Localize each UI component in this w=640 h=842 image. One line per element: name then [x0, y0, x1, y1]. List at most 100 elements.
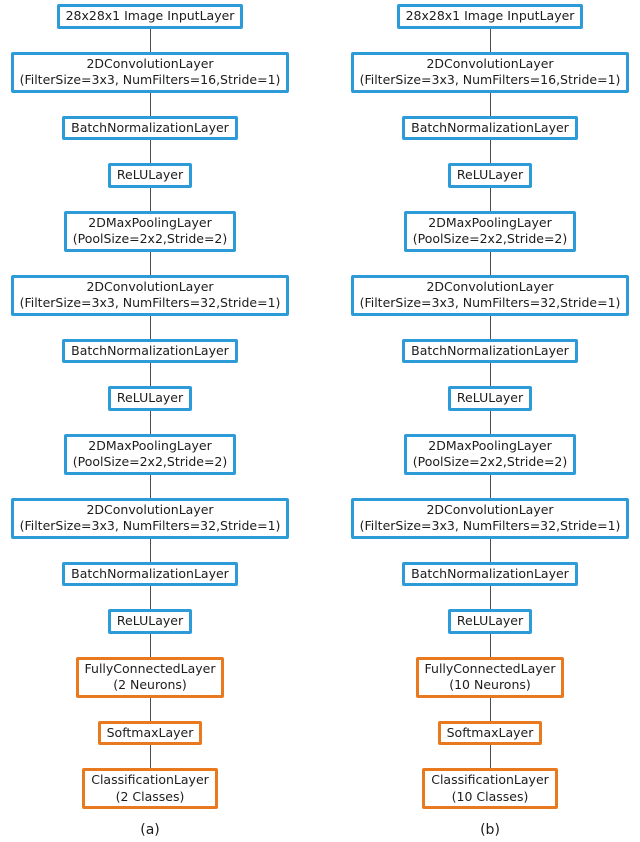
- connector-line: [149, 251, 151, 275]
- layer-box-batchnormalizationlayer: BatchNormalizationLayer: [62, 561, 238, 586]
- connector-line: [149, 633, 151, 657]
- layer-box-2dconvolutionlayer: 2DConvolutionLayer(FilterSize=3x3, NumFi…: [350, 51, 630, 93]
- layer-params: (10 Classes): [451, 788, 529, 804]
- connector-line: [489, 28, 491, 52]
- column-caption: (b): [480, 822, 500, 838]
- connector-line: [149, 586, 151, 609]
- layer-box-relulayer: ReLULayer: [447, 386, 533, 411]
- connector-line: [489, 697, 491, 721]
- connector-line: [149, 410, 151, 434]
- layer-box-batchnormalizationlayer: BatchNormalizationLayer: [62, 338, 238, 363]
- layer-name: 2DConvolutionLayer: [426, 278, 554, 294]
- connector-line: [149, 363, 151, 386]
- layer-box-fullyconnectedlayer: FullyConnectedLayer(2 Neurons): [75, 656, 225, 698]
- layer-box-batchnormalizationlayer: BatchNormalizationLayer: [402, 115, 578, 140]
- connector-line: [489, 745, 491, 768]
- layer-params: (PoolSize=2x2,Stride=2): [72, 231, 228, 246]
- connector-line: [489, 363, 491, 386]
- layer-box-relulayer: ReLULayer: [107, 163, 193, 188]
- layer-name: 2DConvolutionLayer: [426, 501, 554, 517]
- layer-name: BatchNormalizationLayer: [71, 342, 229, 358]
- layer-name: ReLULayer: [116, 613, 184, 628]
- connector-line: [489, 586, 491, 609]
- layer-name: FullyConnectedLayer: [424, 660, 556, 676]
- layer-params: (FilterSize=3x3, NumFilters=32,Stride=1): [19, 518, 281, 533]
- layer-name: SoftmaxLayer: [446, 724, 534, 740]
- layer-params: (FilterSize=3x3, NumFilters=32,Stride=1): [19, 295, 281, 310]
- layer-box-relulayer: ReLULayer: [447, 163, 533, 188]
- layer-params: (2 Classes): [115, 788, 185, 804]
- layer-name: ReLULayer: [456, 167, 524, 182]
- layer-name: 2DConvolutionLayer: [426, 55, 554, 71]
- layer-box-batchnormalizationlayer: BatchNormalizationLayer: [402, 338, 578, 363]
- layer-params: (2 Neurons): [113, 677, 187, 692]
- connector-line: [149, 92, 151, 116]
- connector-line: [149, 538, 151, 562]
- layer-name: 2DConvolutionLayer: [86, 278, 214, 294]
- layer-box-classificationlayer: ClassificationLayer(2 Classes): [82, 768, 218, 809]
- connector-line: [149, 745, 151, 768]
- layer-name: 2DMaxPoolingLayer: [88, 214, 212, 230]
- layer-box-softmaxlayer: SoftmaxLayer: [97, 720, 203, 745]
- connector-line: [489, 474, 491, 498]
- layer-box-2dconvolutionlayer: 2DConvolutionLayer(FilterSize=3x3, NumFi…: [10, 51, 290, 93]
- layer-name: 2DConvolutionLayer: [86, 55, 214, 71]
- layer-params: (FilterSize=3x3, NumFilters=32,Stride=1): [359, 295, 621, 310]
- connector-line: [149, 697, 151, 721]
- layer-name: 28x28x1 Image InputLayer: [405, 8, 575, 23]
- layer-box-2dconvolutionlayer: 2DConvolutionLayer(FilterSize=3x3, NumFi…: [10, 274, 290, 316]
- layer-box-2dmaxpoolinglayer: 2DMaxPoolingLayer(PoolSize=2x2,Stride=2): [403, 433, 577, 475]
- layer-name: ClassificationLayer: [91, 772, 209, 787]
- connector-line: [489, 410, 491, 434]
- layer-name: 28x28x1 Image InputLayer: [65, 8, 235, 23]
- layer-params: (FilterSize=3x3, NumFilters=16,Stride=1): [19, 72, 281, 87]
- connector-line: [149, 187, 151, 211]
- layer-box-fullyconnectedlayer: FullyConnectedLayer(10 Neurons): [415, 656, 565, 698]
- layer-params: (PoolSize=2x2,Stride=2): [72, 454, 228, 469]
- network-column: 28x28x1 Image InputLayer 2DConvolutionLay…: [0, 4, 300, 838]
- layer-name: SoftmaxLayer: [106, 724, 194, 740]
- connector-line: [489, 140, 491, 163]
- layer-name: FullyConnectedLayer: [84, 660, 216, 676]
- connector-line: [149, 474, 151, 498]
- layer-stack: 28x28x1 Image InputLayer 2DConvolutionLay…: [350, 4, 630, 809]
- layer-box-2dmaxpoolinglayer: 2DMaxPoolingLayer(PoolSize=2x2,Stride=2): [403, 210, 577, 252]
- layer-name: ReLULayer: [456, 390, 524, 405]
- connector-line: [489, 633, 491, 657]
- layer-name: BatchNormalizationLayer: [411, 342, 569, 358]
- layer-box-2dmaxpoolinglayer: 2DMaxPoolingLayer(PoolSize=2x2,Stride=2): [63, 210, 237, 252]
- layer-box-2dconvolutionlayer: 2DConvolutionLayer(FilterSize=3x3, NumFi…: [10, 497, 290, 539]
- layer-name: BatchNormalizationLayer: [411, 119, 569, 135]
- network-column: 28x28x1 Image InputLayer 2DConvolutionLay…: [340, 4, 640, 838]
- layer-params: (FilterSize=3x3, NumFilters=32,Stride=1): [359, 518, 621, 533]
- connector-line: [489, 538, 491, 562]
- layer-box-relulayer: ReLULayer: [447, 609, 533, 634]
- layer-name: BatchNormalizationLayer: [71, 119, 229, 135]
- layer-name: 2DMaxPoolingLayer: [428, 437, 552, 453]
- layer-box-batchnormalizationlayer: BatchNormalizationLayer: [62, 115, 238, 140]
- layer-box-relulayer: ReLULayer: [107, 609, 193, 634]
- layer-box-2dconvolutionlayer: 2DConvolutionLayer(FilterSize=3x3, NumFi…: [350, 497, 630, 539]
- layer-box-batchnormalizationlayer: BatchNormalizationLayer: [402, 561, 578, 586]
- layer-name: 2DMaxPoolingLayer: [88, 437, 212, 453]
- layer-stack: 28x28x1 Image InputLayer 2DConvolutionLay…: [10, 4, 290, 809]
- layer-box-softmaxlayer: SoftmaxLayer: [437, 720, 543, 745]
- connector-line: [149, 28, 151, 52]
- layer-name: ReLULayer: [456, 613, 524, 628]
- layer-box-28x28x1-image-inputlayer: 28x28x1 Image InputLayer: [396, 4, 584, 29]
- layer-name: ClassificationLayer: [431, 772, 549, 787]
- connector-line: [149, 315, 151, 339]
- layer-name: ReLULayer: [116, 390, 184, 405]
- layer-params: (FilterSize=3x3, NumFilters=16,Stride=1): [359, 72, 621, 87]
- layer-params: (10 Neurons): [449, 677, 531, 692]
- layer-box-relulayer: ReLULayer: [107, 386, 193, 411]
- connector-line: [149, 140, 151, 163]
- layer-box-classificationlayer: ClassificationLayer(10 Classes): [422, 768, 558, 809]
- connector-line: [489, 315, 491, 339]
- layer-params: (PoolSize=2x2,Stride=2): [412, 231, 568, 246]
- connector-line: [489, 92, 491, 116]
- column-caption: (a): [140, 822, 160, 838]
- layer-box-2dconvolutionlayer: 2DConvolutionLayer(FilterSize=3x3, NumFi…: [350, 274, 630, 316]
- layer-name: 2DConvolutionLayer: [86, 501, 214, 517]
